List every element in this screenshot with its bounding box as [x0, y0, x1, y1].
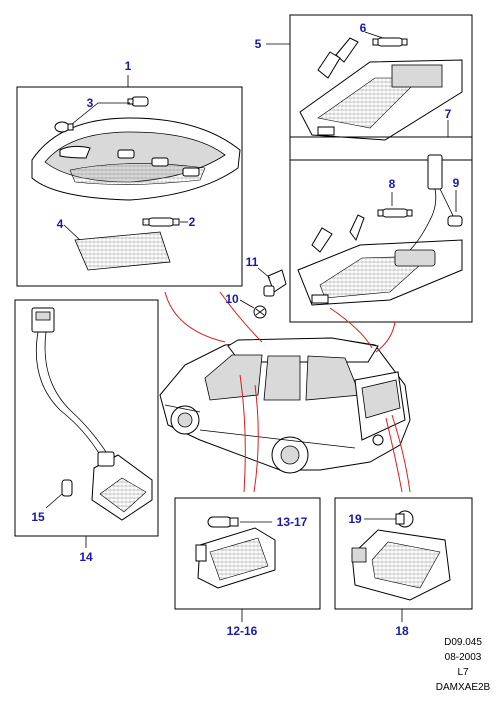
lens-4	[74, 231, 171, 271]
ref-code: D09.045	[444, 637, 482, 648]
callout-5: 5	[255, 37, 262, 51]
callout-18: 18	[395, 624, 409, 638]
callout-19: 19	[348, 512, 362, 526]
callout-2: 2	[189, 215, 196, 229]
panel-loadspace-lamp	[334, 497, 473, 622]
ref-id: DAMXAE2B	[436, 682, 491, 693]
ref-date: 08-2003	[445, 652, 482, 663]
panel-harness-lamp	[14, 299, 159, 548]
callout-13-17: 13-17	[277, 515, 308, 529]
callout-10: 10	[225, 292, 239, 306]
bulb-13-17-icon	[207, 516, 239, 528]
callout-8: 8	[389, 177, 396, 191]
panel-door-lamp-frame	[174, 497, 321, 610]
callout-4: 4	[57, 217, 64, 231]
connector-plug	[31, 307, 55, 333]
callout-6: 6	[360, 21, 367, 35]
callout-7: 7	[445, 107, 452, 121]
location-leaders	[164, 291, 411, 493]
panel-loadspace-lamp-frame	[334, 497, 473, 610]
bulb-15-icon	[61, 479, 73, 497]
callout-14: 14	[79, 550, 93, 564]
callout-15: 15	[31, 510, 45, 524]
courtesy-lamp-14	[91, 451, 153, 521]
bulb-8-icon	[377, 208, 413, 218]
panel-door-lamp	[174, 497, 321, 622]
panel-map-light-frame	[289, 14, 473, 161]
bulb-6-icon	[372, 37, 408, 47]
map-light-assembly	[299, 37, 463, 141]
overhead-console-lamp-assembly	[31, 117, 241, 201]
bulb-3-icon	[54, 96, 149, 133]
callout-3: 3	[87, 96, 94, 110]
loadspace-lamp-assembly	[351, 529, 451, 601]
festoon-bulb-2-icon	[142, 217, 180, 227]
callout-12-16: 12-16	[227, 624, 258, 638]
vehicle-range-rover	[159, 337, 411, 474]
bulb-19-icon	[395, 510, 414, 528]
harness-9	[409, 154, 463, 251]
vanity-light-assembly	[297, 214, 463, 306]
ref-model: L7	[457, 667, 469, 678]
panel-overhead-console	[16, 75, 243, 287]
clip-11	[263, 269, 287, 297]
door-lamp-assembly	[195, 527, 276, 589]
panel-vanity-light	[289, 120, 473, 323]
callout-9: 9	[453, 176, 460, 190]
screw-10	[253, 305, 267, 319]
callout-1: 1	[125, 59, 132, 73]
panel-harness-lamp-frame	[14, 299, 159, 537]
panel-vanity-light-frame	[289, 136, 473, 323]
callout-11: 11	[246, 255, 259, 269]
panel-overhead-console-frame	[16, 86, 243, 287]
panel-map-light	[266, 14, 473, 161]
